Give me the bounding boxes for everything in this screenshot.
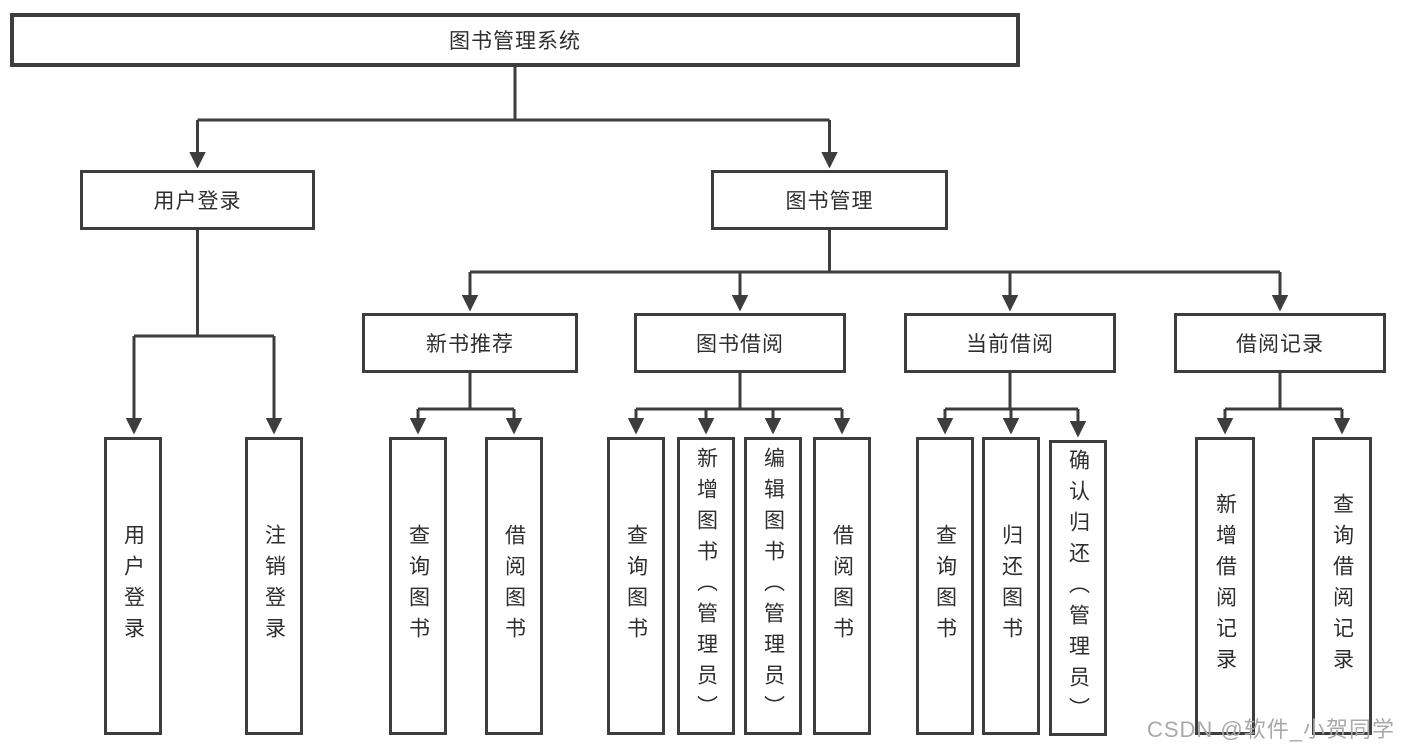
leaf-log-add-record: 新增借阅记录 bbox=[1195, 437, 1255, 735]
node-root: 图书管理系统 bbox=[10, 13, 1020, 67]
csdn-watermark: CSDN @软件_小贺同学 bbox=[1146, 717, 1395, 742]
leaf-bor-add-book: 新增图书（管理员） bbox=[677, 437, 735, 735]
leaf-rec-borrow-book-label: 借阅图书 bbox=[502, 524, 526, 648]
leaf-bor-edit-book: 编辑图书（管理员） bbox=[744, 437, 802, 735]
leaf-log-query-record-label: 查询借阅记录 bbox=[1330, 493, 1354, 679]
leaf-cur-confirm-return: 确认归还（管理员） bbox=[1049, 440, 1107, 736]
leaf-cur-query-book: 查询图书 bbox=[916, 437, 974, 735]
node-book-borrow: 图书借阅 bbox=[634, 313, 846, 373]
node-new-book-rec: 新书推荐 bbox=[362, 313, 578, 373]
leaf-user-login-label: 用户登录 bbox=[121, 524, 145, 648]
leaf-bor-add-book-label: 新增图书（管理员） bbox=[694, 446, 718, 726]
leaf-bor-borrow-book: 借阅图书 bbox=[813, 437, 871, 735]
leaf-bor-query-book: 查询图书 bbox=[607, 437, 665, 735]
leaf-bor-query-book-label: 查询图书 bbox=[624, 524, 648, 648]
leaf-rec-query-book: 查询图书 bbox=[389, 437, 447, 735]
leaf-cur-return-book-label: 归还图书 bbox=[999, 524, 1023, 648]
leaf-log-query-record: 查询借阅记录 bbox=[1312, 437, 1372, 735]
leaf-rec-borrow-book: 借阅图书 bbox=[485, 437, 543, 735]
node-borrow-records: 借阅记录 bbox=[1174, 313, 1386, 373]
leaf-bor-borrow-book-label: 借阅图书 bbox=[830, 524, 854, 648]
leaf-log-add-record-label: 新增借阅记录 bbox=[1213, 493, 1237, 679]
leaf-cur-return-book: 归还图书 bbox=[982, 437, 1040, 735]
node-current-borrow: 当前借阅 bbox=[904, 313, 1116, 373]
leaf-rec-query-book-label: 查询图书 bbox=[406, 524, 430, 648]
leaf-cur-confirm-return-label: 确认归还（管理员） bbox=[1066, 448, 1090, 728]
node-user-login: 用户登录 bbox=[80, 170, 315, 230]
leaf-bor-edit-book-label: 编辑图书（管理员） bbox=[761, 446, 785, 726]
node-book-mgmt: 图书管理 bbox=[711, 170, 948, 230]
leaf-logout-label: 注销登录 bbox=[262, 524, 286, 648]
leaf-cur-query-book-label: 查询图书 bbox=[933, 524, 957, 648]
leaf-user-login: 用户登录 bbox=[104, 437, 162, 735]
leaf-logout: 注销登录 bbox=[245, 437, 303, 735]
